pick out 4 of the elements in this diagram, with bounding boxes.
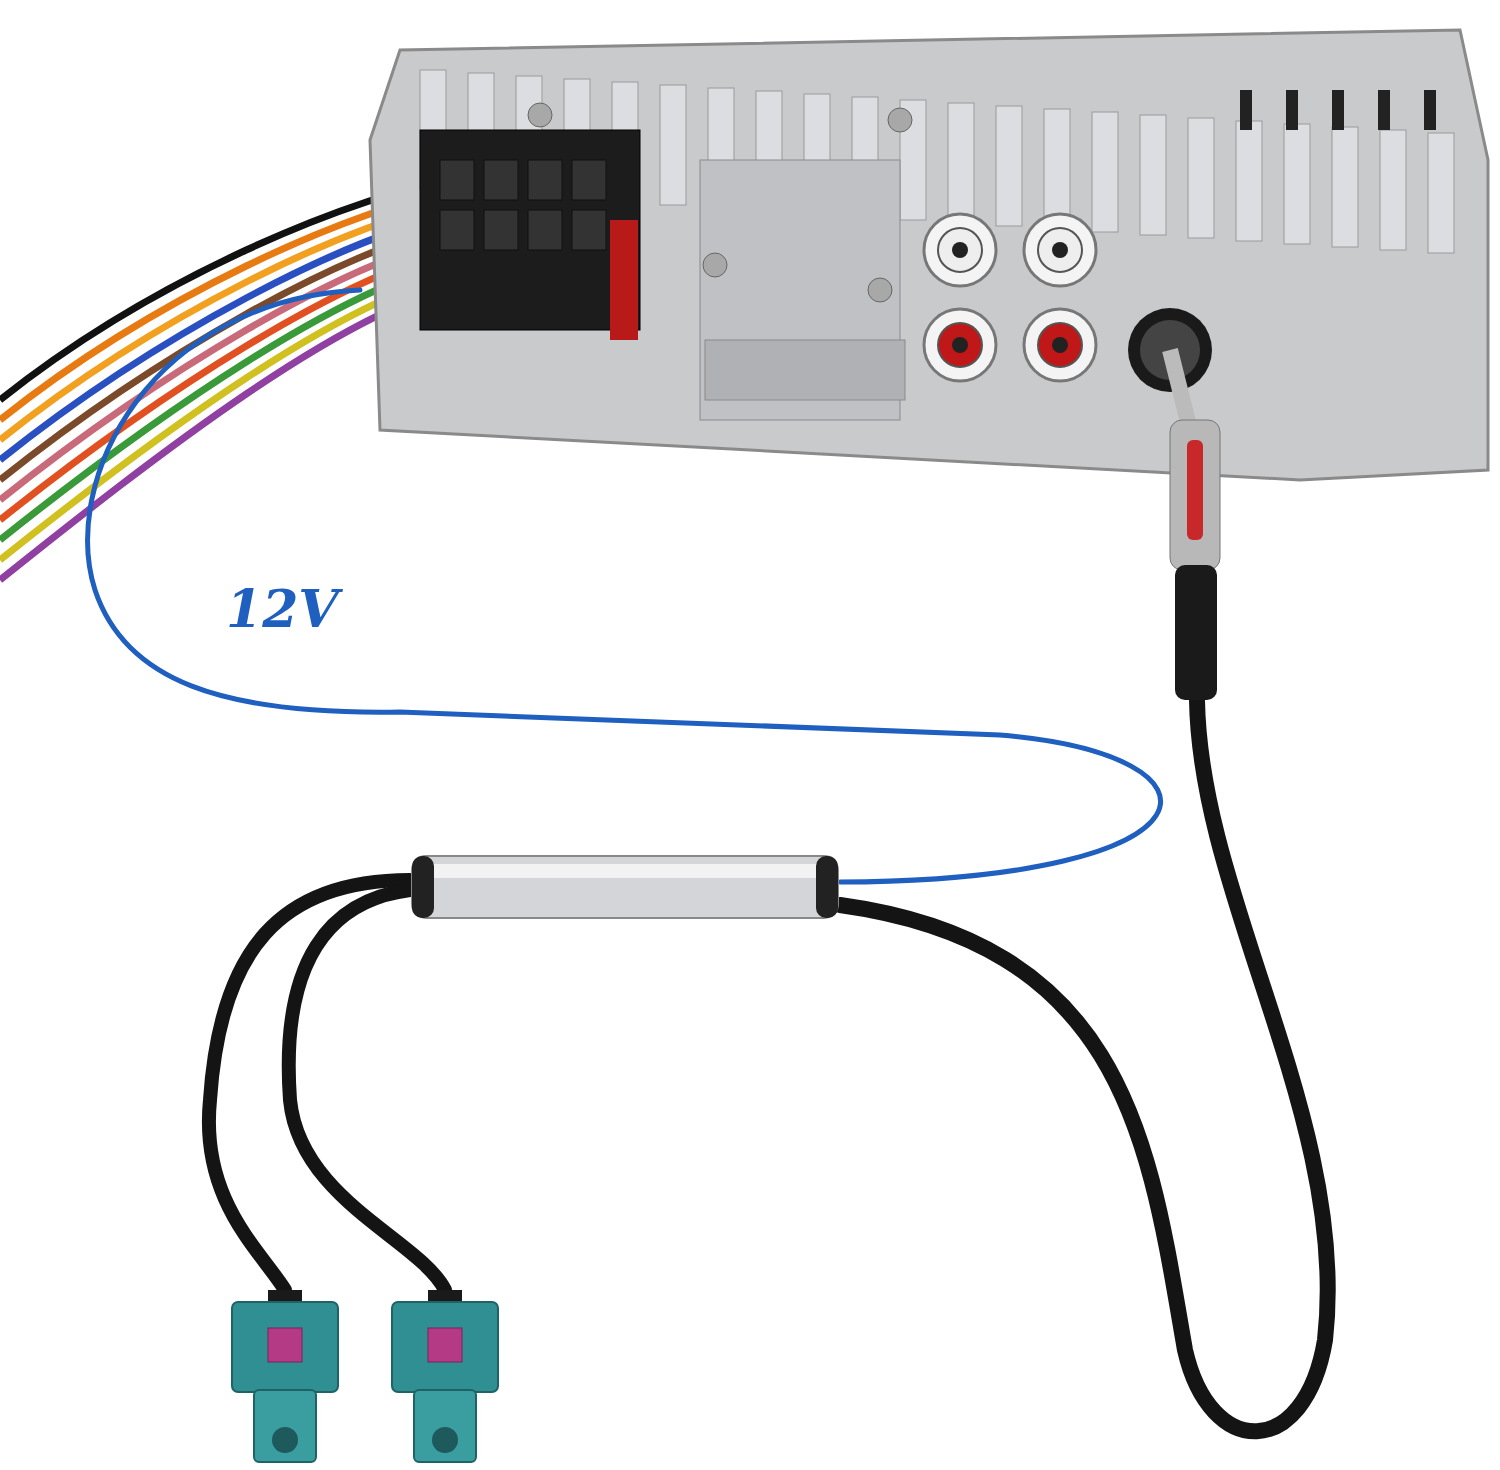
connector-plug-drawing [388,1290,502,1465]
wire [85,287,1163,885]
connector-plug-drawing [228,1290,342,1465]
antenna-amplifier-drawing [410,852,840,922]
